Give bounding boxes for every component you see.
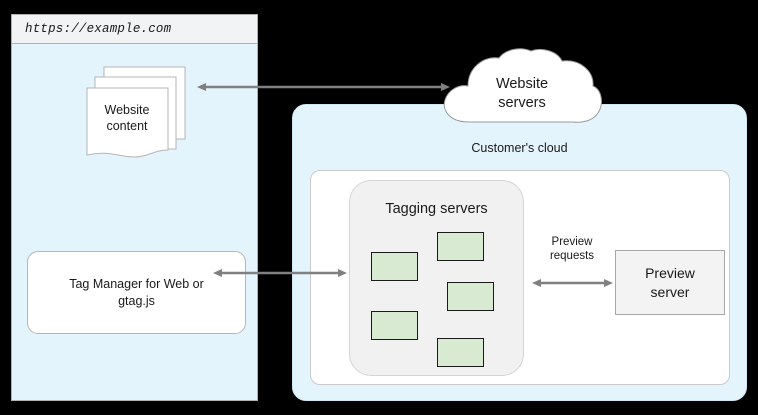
- preview-server-box: Preview server: [615, 250, 725, 315]
- customers-cloud-label: Customer's cloud: [471, 141, 568, 155]
- tagging-servers-group: Tagging servers: [349, 180, 524, 376]
- website-servers-line1: Website: [496, 76, 548, 92]
- preview-server-line1: Preview: [645, 264, 695, 281]
- arrow-tagging-servers-to-preview-server: [532, 279, 613, 287]
- website-content-label: Website content: [86, 102, 168, 134]
- website-content-line1: Website: [104, 103, 150, 117]
- tag-manager-label: Tag Manager for Web or gtag.js: [55, 276, 218, 310]
- website-servers-line2: servers: [498, 95, 546, 111]
- tagging-server-node-5: [437, 338, 484, 367]
- tag-manager-line1: Tag Manager for Web or: [69, 276, 204, 291]
- tag-manager-line2: gtag.js: [118, 293, 155, 308]
- website-content-stack: Website content: [86, 66, 186, 161]
- document-stack-icon: [86, 66, 186, 158]
- website-content-line2: content: [106, 119, 148, 133]
- preview-server-line2: server: [650, 283, 690, 300]
- tagging-server-node-1: [371, 252, 418, 281]
- tag-manager-box: Tag Manager for Web or gtag.js: [27, 251, 246, 334]
- arrow-tag-manager-to-tagging-servers: [213, 269, 347, 277]
- preview-requests-line2: requests: [549, 250, 595, 262]
- arrow-browser-to-website-servers: [197, 83, 450, 91]
- tagging-server-node-4: [447, 282, 494, 311]
- browser-url-text: https://example.com: [25, 22, 172, 36]
- preview-server-label: Preview server: [645, 264, 695, 302]
- browser-window: https://example.com: [11, 14, 258, 401]
- tagging-server-node-3: [437, 232, 484, 261]
- tagging-servers-title: Tagging servers: [385, 201, 488, 217]
- browser-url-bar[interactable]: https://example.com: [12, 15, 257, 44]
- preview-requests-label: Preview requests: [529, 235, 615, 263]
- tagging-server-node-2: [371, 311, 418, 340]
- website-servers-cloud: Website servers: [443, 48, 602, 123]
- cloud-icon: [443, 48, 602, 123]
- preview-requests-line1: Preview: [551, 236, 593, 248]
